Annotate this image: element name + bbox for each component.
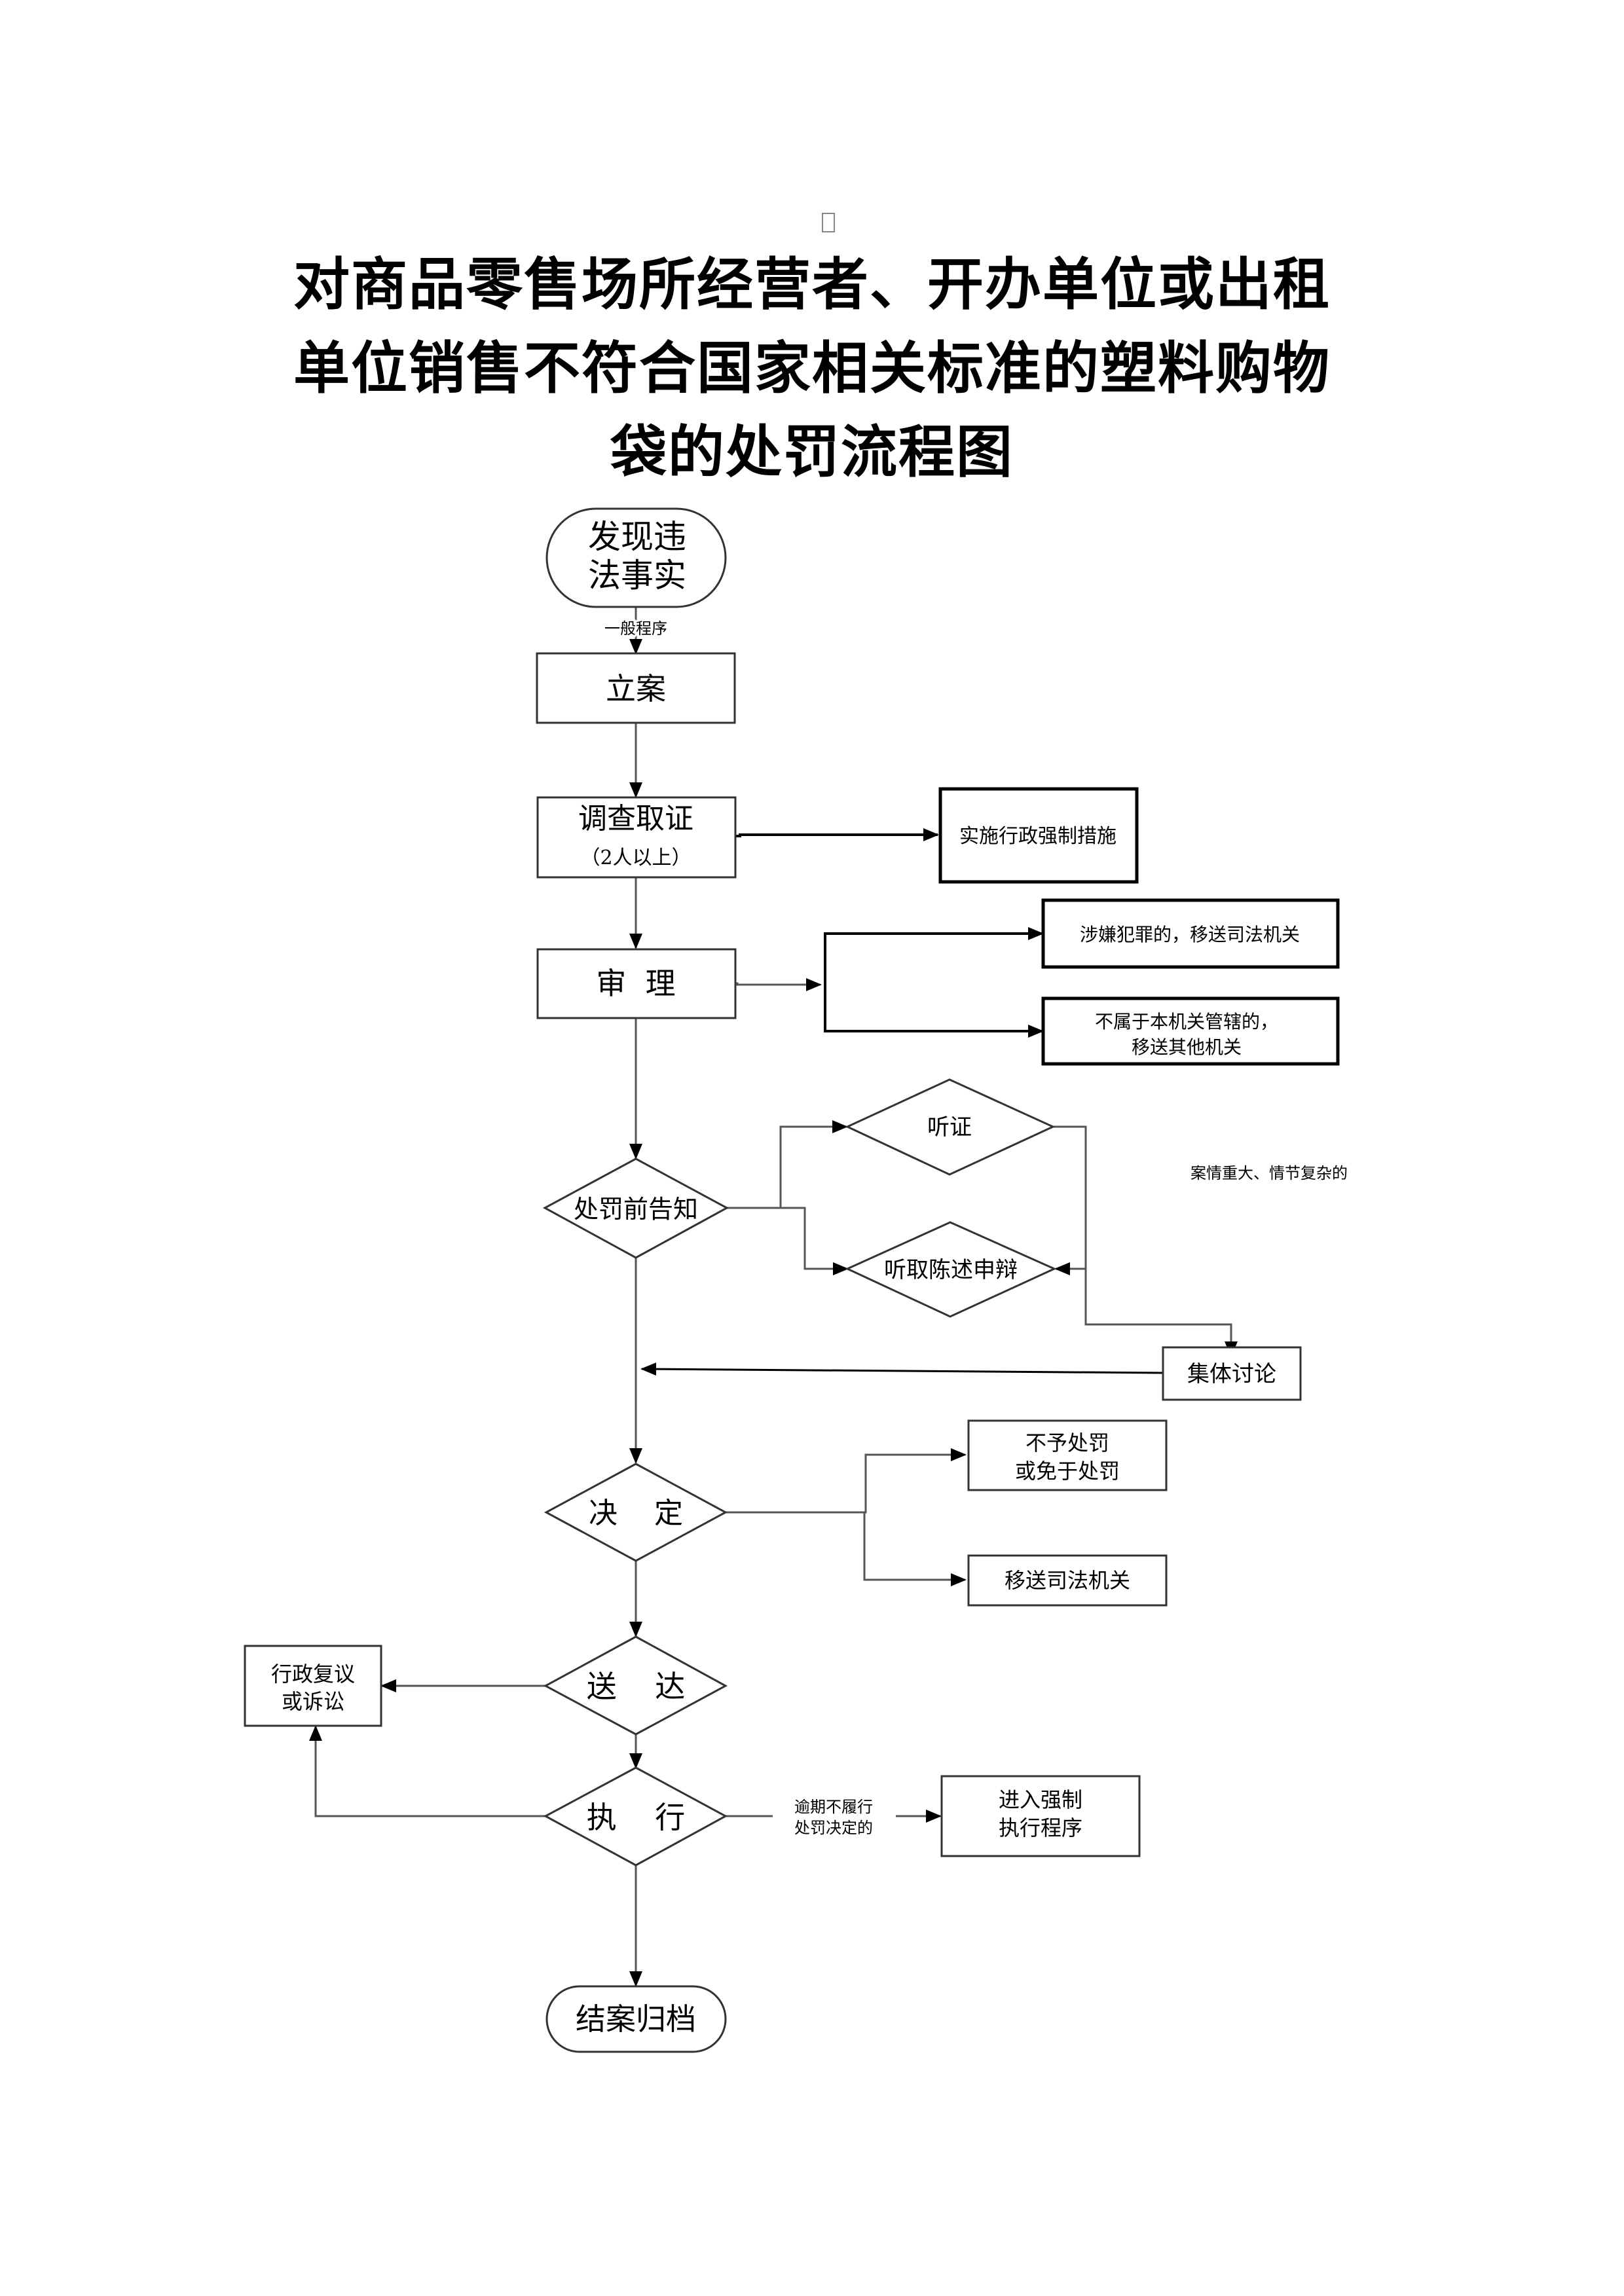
- node-collective-discussion: [1162, 1346, 1302, 1401]
- label-no-penalty-1: 不予处罚: [1025, 1430, 1109, 1455]
- title-line-2: 单位销售不符合国家相关标准的塑料购物: [293, 336, 1331, 401]
- node-review: [536, 948, 737, 1019]
- label-investigate-1: 调查取证: [578, 802, 693, 835]
- node-coercive-measures: [938, 787, 1139, 884]
- label-forced-execution-1: 进入强制: [999, 1787, 1082, 1812]
- node-delivery: [543, 1635, 728, 1736]
- label-discover-1: 发现违: [588, 518, 686, 556]
- node-transfer-other: [1041, 996, 1340, 1066]
- label-general-procedure: 一般程序: [604, 619, 667, 638]
- node-hearing-diamond: [845, 1078, 1056, 1176]
- label-delivery: 送 达: [587, 1669, 686, 1704]
- label-investigate-2: （2人以上）: [580, 847, 691, 869]
- node-investigate: [536, 796, 737, 879]
- node-reconsideration: [244, 1645, 382, 1727]
- node-decision: [544, 1463, 728, 1562]
- edge-prenotice-statement: [781, 1207, 849, 1275]
- label-serious-complex: 案情重大、情节复杂的: [1190, 1164, 1348, 1182]
- edge-split-other: [824, 934, 1044, 1038]
- edge-review-split: [724, 978, 822, 991]
- label-hearing: 听证: [927, 1114, 972, 1140]
- label-register: 立案: [606, 671, 666, 706]
- label-transfer-judicial: 移送司法机关: [1005, 1568, 1130, 1593]
- missing-glyph-box: [822, 213, 835, 232]
- node-register: [536, 652, 736, 724]
- label-pre-notice: 处罚前告知: [574, 1195, 698, 1224]
- label-archive: 结案归档: [576, 2001, 696, 2037]
- label-statement-defense: 听取陈述申辩: [884, 1257, 1018, 1283]
- label-discover-2: 法事实: [588, 556, 686, 594]
- label-decision: 决 定: [589, 1497, 683, 1530]
- edge-decision-judicial: [863, 1512, 967, 1586]
- label-reconsideration-1: 行政复议: [271, 1662, 355, 1686]
- label-overdue-1: 逾期不履行: [794, 1798, 873, 1816]
- edge-collective-mainline: [640, 1362, 1164, 1376]
- label-no-penalty-2: 或免于处罚: [1015, 1459, 1120, 1484]
- edge-decision-nopenalty: [726, 1448, 967, 1514]
- label-transfer-other-1: 不属于本机关管辖的，: [1095, 1011, 1278, 1032]
- title-line-1: 对商品零售场所经营者、开办单位或出租: [293, 252, 1331, 318]
- label-forced-execution-2: 执行程序: [999, 1815, 1082, 1840]
- node-transfer-judicial: [967, 1554, 1168, 1607]
- node-pre-notice: [542, 1157, 729, 1259]
- edge-hearing-right: [1053, 1125, 1238, 1357]
- label-collective-discussion: 集体讨论: [1187, 1361, 1276, 1387]
- node-archive: [545, 1985, 727, 2053]
- node-no-penalty: [967, 1419, 1168, 1491]
- node-forced-execution: [940, 1775, 1141, 1857]
- edge-investigate-coercive: [724, 828, 939, 841]
- label-transfer-crime: 涉嫌犯罪的，移送司法机关: [1080, 924, 1300, 945]
- node-discover: [545, 507, 727, 608]
- label-transfer-other-2: 移送其他机关: [1132, 1036, 1242, 1058]
- title-line-3: 袋的处罚流程图: [610, 420, 1014, 485]
- node-transfer-crime: [1041, 898, 1340, 969]
- label-review: 审 理: [596, 966, 675, 1001]
- label-execution: 执 行: [587, 1800, 686, 1835]
- label-reconsideration-2: 或诉讼: [282, 1689, 344, 1714]
- label-coercive-measures: 实施行政强制措施: [959, 825, 1116, 848]
- label-overdue-2: 处罚决定的: [794, 1819, 873, 1837]
- edge-prenotice-hearing: [727, 1120, 848, 1209]
- edge-execution-reconsideration: [309, 1725, 545, 1817]
- node-statement-defense: [845, 1221, 1057, 1318]
- node-execution: [543, 1766, 728, 1867]
